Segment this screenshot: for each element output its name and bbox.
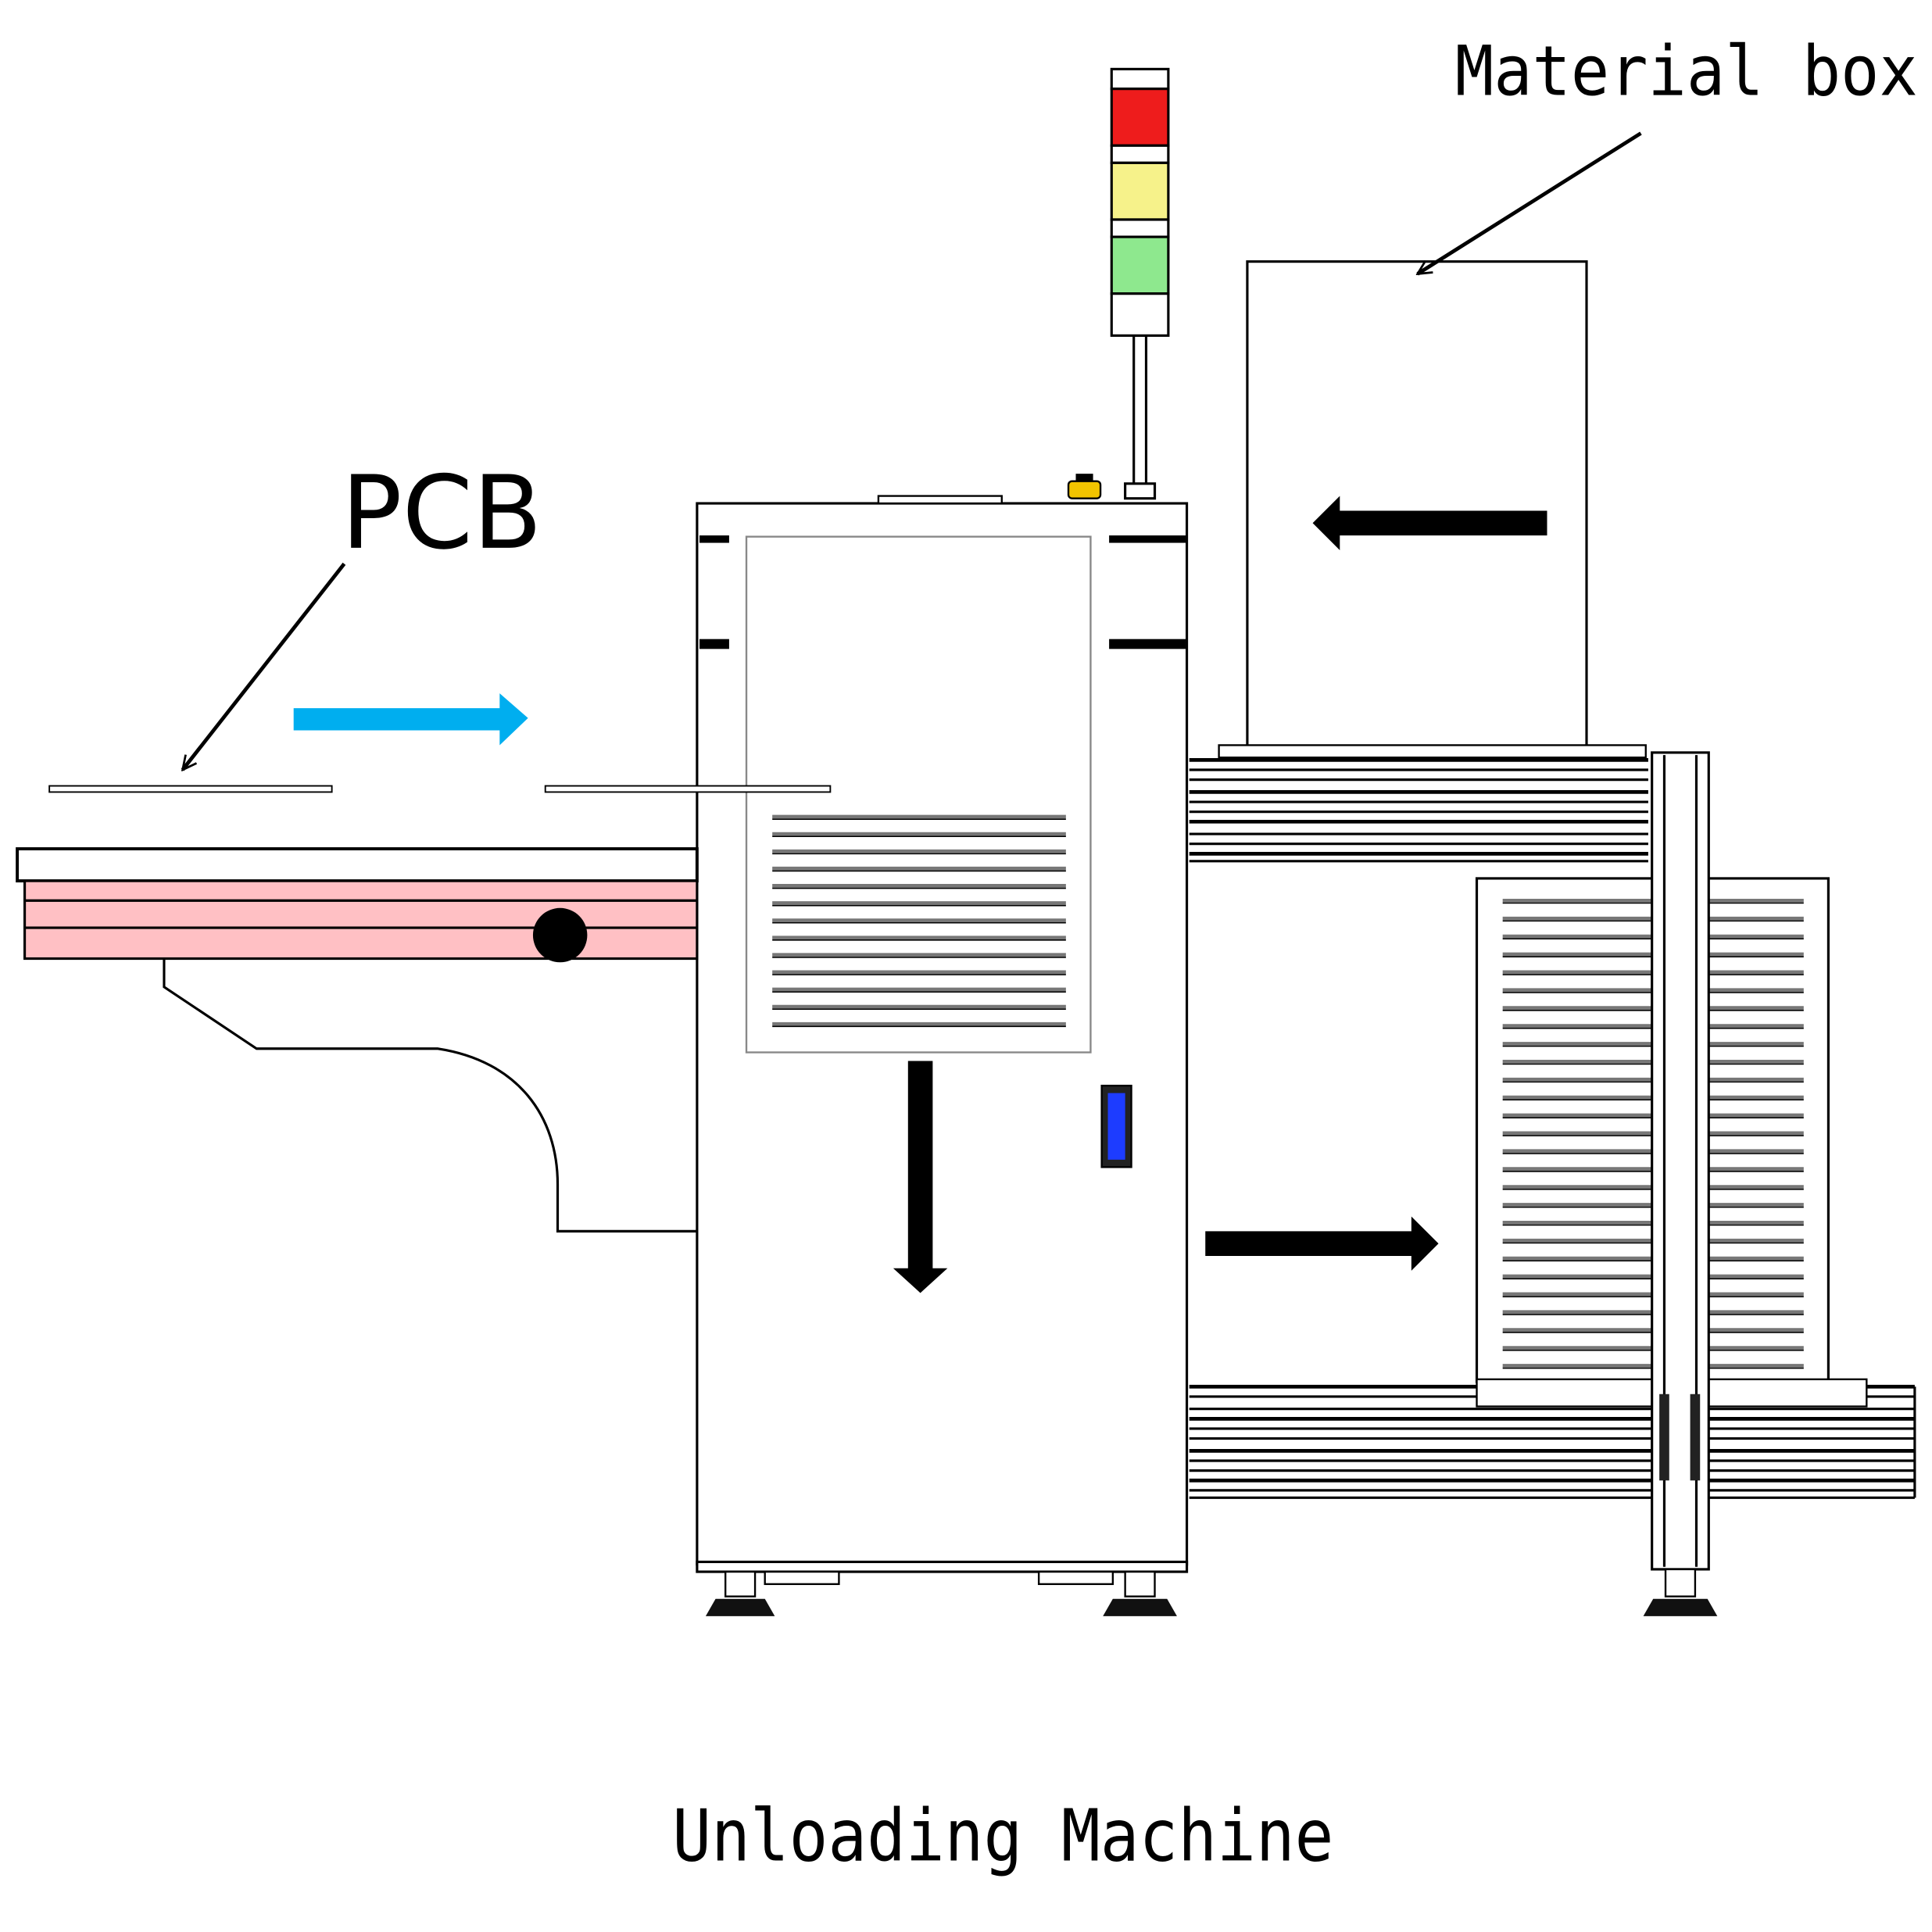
conveyor-support-bracket — [163, 958, 697, 1233]
material-box-platform — [1218, 744, 1647, 759]
infeed-conveyor — [16, 693, 832, 1233]
vent-louvers — [772, 814, 1066, 1028]
pcb-label: PCB — [342, 454, 542, 572]
material-box-label: Material box — [1455, 31, 1918, 112]
pcb-board — [544, 785, 832, 793]
access-door-panel — [745, 535, 1092, 1054]
upper-magazine-rails — [1189, 758, 1648, 863]
main-cabinet — [696, 474, 1189, 1616]
leveling-foot — [1103, 1570, 1177, 1616]
arrow-right-icon — [1205, 1216, 1439, 1271]
caster-bracket — [764, 1570, 840, 1586]
lower-magazine-rails — [1189, 1384, 1916, 1499]
tower-yellow-light — [1110, 161, 1170, 221]
control-display — [1100, 1084, 1132, 1168]
arrow-right-icon — [293, 693, 528, 746]
rail-slot — [699, 535, 729, 543]
top-cover-plate — [877, 495, 1003, 505]
tower-cap — [1110, 67, 1170, 91]
signal-tower-icon — [1110, 67, 1170, 500]
conveyor-adjust-knob — [532, 907, 588, 963]
tower-separator — [1110, 144, 1170, 164]
rail-slot — [1109, 535, 1186, 543]
tower-pole — [1132, 334, 1148, 498]
caster-bracket — [1037, 1570, 1114, 1586]
cabinet-base-rail — [696, 1560, 1189, 1573]
diagram-caption: Unloading Machine — [672, 1794, 1333, 1877]
material-box-leader-line — [1418, 131, 1642, 276]
leveling-foot — [705, 1570, 775, 1616]
magazine-frame — [1189, 260, 1916, 1616]
emergency-stop-button — [1067, 474, 1102, 499]
tower-red-light — [1110, 88, 1170, 147]
rail-slot — [1109, 639, 1186, 649]
pcb-leader-line — [183, 562, 346, 770]
conveyor-rail-pink — [23, 879, 699, 902]
conveyor-rail-pink — [23, 926, 699, 961]
conveyor-top-rail — [16, 847, 699, 883]
material-box-empty — [1246, 260, 1588, 748]
tower-white-light — [1110, 292, 1170, 337]
arrow-left-icon — [1312, 496, 1547, 551]
rail-slot — [699, 639, 729, 649]
tower-green-light — [1110, 235, 1170, 295]
leveling-foot — [1643, 1568, 1718, 1616]
conveyor-rail-pink — [23, 899, 699, 929]
tower-base — [1124, 482, 1157, 500]
tower-separator — [1110, 218, 1170, 238]
arrow-down-icon — [893, 1061, 948, 1293]
pcb-board — [48, 785, 333, 793]
